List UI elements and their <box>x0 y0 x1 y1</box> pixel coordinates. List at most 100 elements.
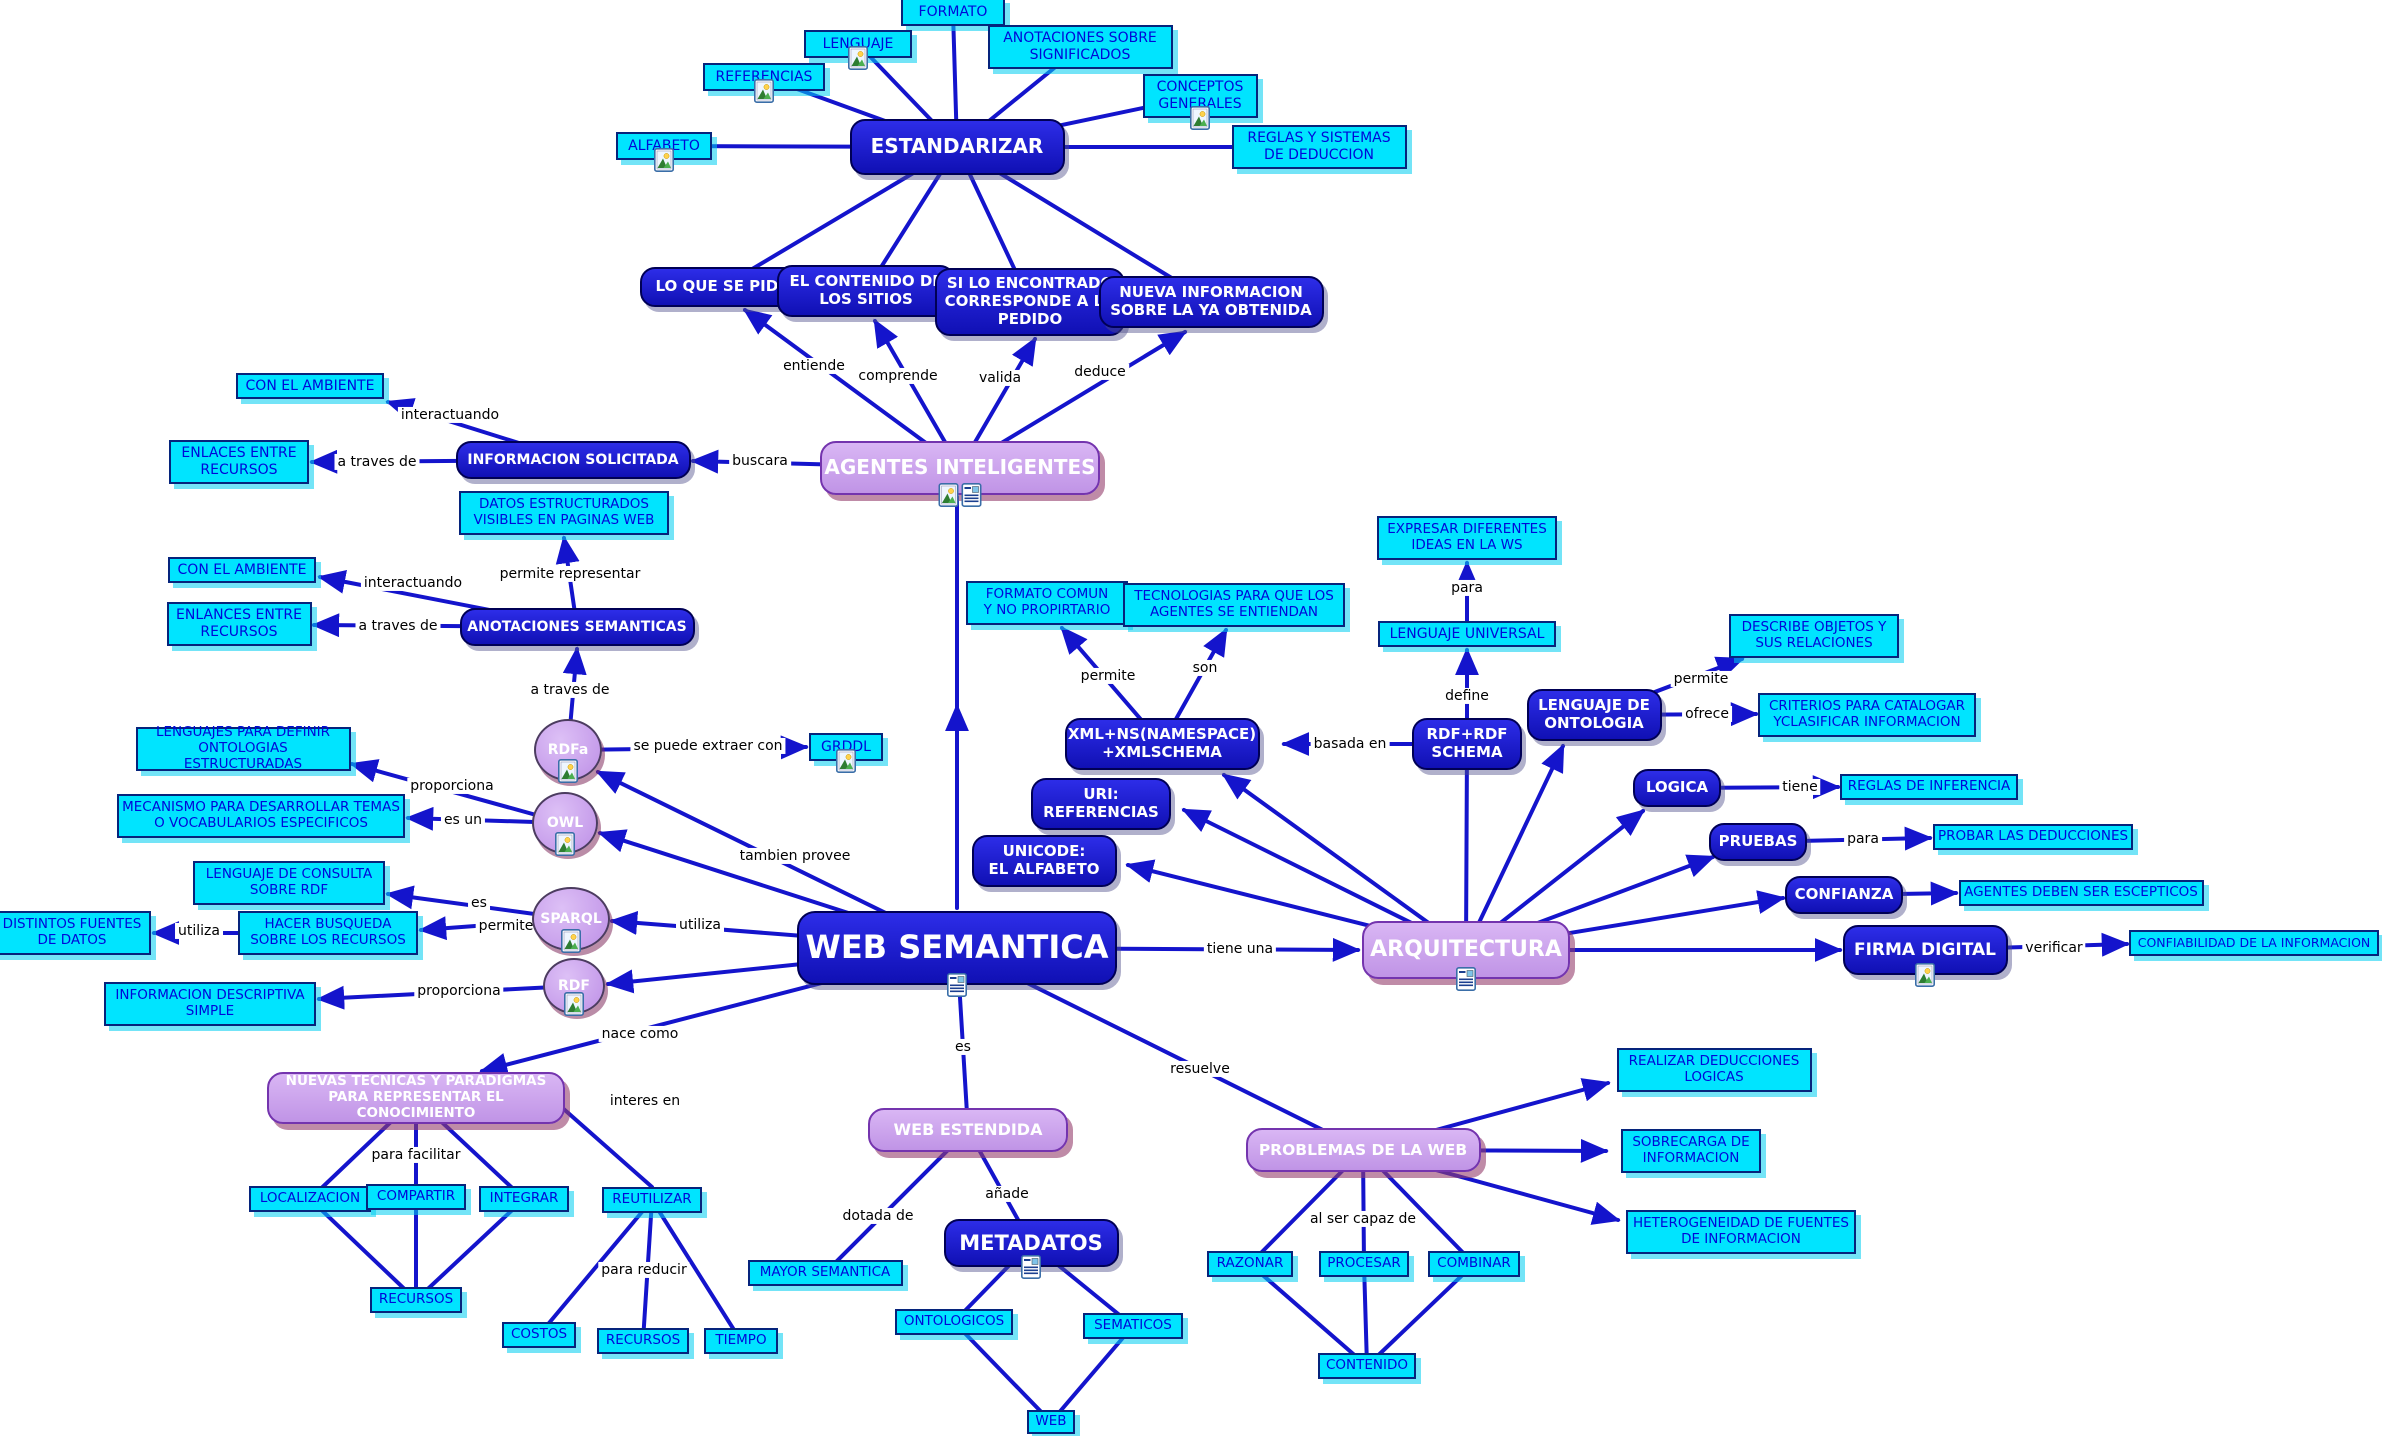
node-formato[interactable]: FORMATO <box>901 0 1005 26</box>
node-distintos-fuentes-de-datos[interactable]: DISTINTOS FUENTES DE DATOS <box>0 911 151 955</box>
link-label[interactable]: comprende <box>855 367 941 385</box>
link-label[interactable]: es un <box>440 811 486 829</box>
link-label[interactable]: utiliza <box>175 922 223 940</box>
link-label[interactable]: verificar <box>2022 939 2086 957</box>
node-lenguaje[interactable]: LENGUAJE <box>804 30 912 70</box>
node-tiempo[interactable]: TIEMPO <box>704 1328 778 1354</box>
node-heterogeneidad[interactable]: HETEROGENEIDAD DE FUENTES DE INFORMACION <box>1626 1210 1856 1254</box>
node-ontologicos[interactable]: ONTOLOGICOS <box>895 1309 1013 1335</box>
node-recursos-1[interactable]: RECURSOS <box>370 1287 462 1313</box>
node-rdfa[interactable]: RDFa <box>534 719 602 783</box>
node-con-el-ambiente-1[interactable]: CON EL AMBIENTE <box>236 373 384 399</box>
node-tecnologias-agentes[interactable]: TECNOLOGIAS PARA QUE LOS AGENTES SE ENTI… <box>1123 583 1345 627</box>
node-datos-estructurados[interactable]: DATOS ESTRUCTURADOS VISIBLES EN PAGINAS … <box>459 491 669 535</box>
link-label[interactable]: permite <box>1670 670 1732 688</box>
node-sematicos[interactable]: SEMATICOS <box>1083 1313 1183 1339</box>
link-label[interactable]: utiliza <box>676 916 724 934</box>
link-label[interactable]: permite <box>475 917 537 935</box>
link-label[interactable]: proporciona <box>414 982 504 1000</box>
resource-icon-document[interactable] <box>947 973 967 997</box>
link-label[interactable]: tiene una <box>1203 940 1277 958</box>
node-confianza[interactable]: CONFIANZA <box>1785 876 1903 914</box>
node-grddl[interactable]: GRDDL <box>809 733 883 773</box>
node-anotaciones-sobre-significados[interactable]: ANOTACIONES SOBRE SIGNIFICADOS <box>987 25 1173 69</box>
link-label[interactable]: añade <box>982 1185 1032 1203</box>
link-label[interactable]: tiene <box>1779 778 1821 796</box>
node-hacer-busqueda[interactable]: HACER BUSQUEDA SOBRE LOS RECURSOS <box>238 911 418 955</box>
link-label[interactable]: para reducir <box>598 1261 690 1279</box>
resource-icon-image[interactable] <box>938 483 959 507</box>
link-label[interactable]: son <box>1189 659 1221 677</box>
node-expresar-diferentes[interactable]: EXPRESAR DIFERENTES IDEAS EN LA WS <box>1377 516 1557 560</box>
link-label[interactable]: se puede extraer con <box>630 737 786 755</box>
node-criterios-catalogar[interactable]: CRITERIOS PARA CATALOGAR YCLASIFICAR INF… <box>1758 693 1976 737</box>
link-label[interactable]: ofrece <box>1682 705 1732 723</box>
node-web-semantica[interactable]: WEB SEMANTICA <box>797 911 1117 997</box>
node-probar-deducciones[interactable]: PROBAR LAS DEDUCCIONES <box>1933 824 2133 850</box>
node-rdf[interactable]: RDF <box>543 958 605 1016</box>
node-compartir[interactable]: COMPARTIR <box>366 1184 466 1210</box>
node-procesar[interactable]: PROCESAR <box>1319 1251 1409 1277</box>
node-formato-comun[interactable]: FORMATO COMUN Y NO PROPIRTARIO <box>966 581 1128 625</box>
link-label[interactable]: al ser capaz de <box>1306 1210 1420 1228</box>
node-agentes-escepticos[interactable]: AGENTES DEBEN SER ESCEPTICOS <box>1958 880 2204 906</box>
node-uri-referencias[interactable]: URI: REFERENCIAS <box>1031 778 1171 830</box>
link-label[interactable]: para <box>1448 579 1486 597</box>
node-el-contenido-de-los-sitios[interactable]: EL CONTENIDO DE LOS SITIOS <box>777 265 955 317</box>
resource-icon-image[interactable] <box>1915 963 1935 987</box>
resource-icon-image[interactable] <box>558 759 578 783</box>
node-estandarizar[interactable]: ESTANDARIZAR <box>849 119 1065 175</box>
link-label[interactable]: proporciona <box>407 777 497 795</box>
node-lenguaje-de-consulta[interactable]: LENGUAJE DE CONSULTA SOBRE RDF <box>193 861 385 905</box>
link-label[interactable]: interactuando <box>397 406 503 424</box>
resource-icon-image[interactable] <box>654 148 674 172</box>
link-label[interactable]: a traves de <box>355 617 441 635</box>
node-realizar-deducciones[interactable]: REALIZAR DEDUCCIONES LOGICAS <box>1616 1048 1812 1092</box>
link-label[interactable]: valida <box>975 369 1025 387</box>
node-informacion-descriptiva[interactable]: INFORMACION DESCRIPTIVA SIMPLE <box>104 982 316 1026</box>
link-label[interactable]: permite <box>1077 667 1139 685</box>
node-contenido[interactable]: CONTENIDO <box>1318 1353 1416 1379</box>
node-localizacion[interactable]: LOCALIZACION <box>249 1186 371 1212</box>
node-arquitectura[interactable]: ARQUITECTURA <box>1362 921 1570 991</box>
node-web-estendida[interactable]: WEB ESTENDIDA <box>868 1108 1068 1152</box>
node-sparql[interactable]: SPARQL <box>532 887 610 953</box>
link-label[interactable]: tambien provee <box>736 847 854 865</box>
node-conceptos-generales[interactable]: CONCEPTOS GENERALES <box>1142 74 1258 130</box>
node-mecanismo-desarrollar[interactable]: MECANISMO PARA DESARROLLAR TEMAS O VOCAB… <box>117 794 405 838</box>
link-label[interactable]: interes en <box>606 1092 684 1110</box>
resource-icon-image[interactable] <box>564 992 584 1016</box>
node-combinar[interactable]: COMBINAR <box>1428 1251 1520 1277</box>
link-label[interactable]: resuelve <box>1167 1060 1233 1078</box>
node-alfabeto[interactable]: ALFABETO <box>616 132 712 172</box>
link-label[interactable]: buscara <box>729 452 791 470</box>
node-reutilizar[interactable]: REUTILIZAR <box>602 1187 702 1213</box>
link-label[interactable]: deduce <box>1071 363 1129 381</box>
node-describe-objetos[interactable]: DESCRIBE OBJETOS Y SUS RELACIONES <box>1729 614 1899 658</box>
resource-icon-image[interactable] <box>555 832 575 856</box>
resource-icon-image[interactable] <box>836 749 856 773</box>
node-web[interactable]: WEB <box>1027 1410 1075 1434</box>
resource-icon-document[interactable] <box>1021 1255 1041 1279</box>
node-agentes-inteligentes[interactable]: AGENTES INTELIGENTES <box>820 441 1100 507</box>
link-label[interactable]: a traves de <box>527 681 613 699</box>
node-metadatos[interactable]: METADATOS <box>943 1219 1119 1279</box>
node-owl[interactable]: OWL <box>532 792 598 856</box>
link-label[interactable]: es <box>952 1038 974 1056</box>
link-label[interactable]: a traves de <box>334 453 420 471</box>
node-recursos-2[interactable]: RECURSOS <box>597 1328 689 1354</box>
node-enlances-entre-recursos-2[interactable]: ENLANCES ENTRE RECURSOS <box>166 602 312 646</box>
node-referencias[interactable]: REFERENCIAS <box>703 63 825 103</box>
node-confiabilidad[interactable]: CONFIABILIDAD DE LA INFORMACION <box>2129 930 2379 956</box>
link-label[interactable]: para <box>1844 830 1882 848</box>
link-label[interactable]: es <box>468 894 490 912</box>
link-label[interactable]: permite representar <box>496 565 644 583</box>
link-label[interactable]: para facilitar <box>368 1146 464 1164</box>
resource-icon-document[interactable] <box>1456 967 1476 991</box>
node-nuevas-tecnicas[interactable]: NUEVAS TECNICAS Y PARADIGMAS PARA REPRES… <box>267 1072 565 1124</box>
node-pruebas[interactable]: PRUEBAS <box>1709 823 1807 861</box>
resource-icon-image[interactable] <box>848 46 868 70</box>
node-lenguaje-de-ontologia[interactable]: LENGUAJE DE ONTOLOGIA <box>1526 689 1662 741</box>
node-unicode-el-alfabeto[interactable]: UNICODE: EL ALFABETO <box>971 835 1117 887</box>
node-reglas-de-inferencia[interactable]: REGLAS DE INFERENCIA <box>1840 774 2018 800</box>
